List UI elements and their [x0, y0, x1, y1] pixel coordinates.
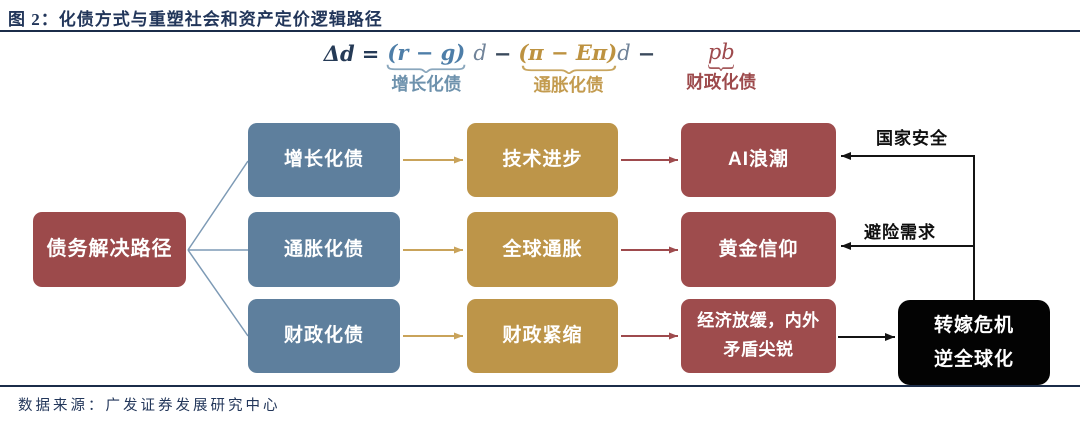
- figure-source: 数据来源：广发证券发展研究中心: [18, 398, 281, 414]
- formula-expr-inflation-row: (π − Eπ)d: [518, 41, 630, 65]
- formula-expr-fiscal: pb: [707, 40, 735, 64]
- title-divider: [0, 30, 1080, 32]
- label-national-security: 国家安全: [876, 129, 948, 148]
- feedback-line-national-security: [841, 152, 975, 300]
- underbrace-icon: [386, 64, 466, 74]
- formula-label-growth: 增长化债: [391, 74, 462, 95]
- node-label-line1: 转嫁危机: [933, 314, 1014, 336]
- formula-operator-1: −: [493, 41, 512, 66]
- formula-expr-growth: (r − g): [387, 40, 466, 65]
- node-label-line1: 经济放缓，内外: [697, 311, 820, 331]
- root-node-debt-paths: 债务解决路径: [33, 212, 186, 287]
- node-global-inflation: 全球通胀: [467, 212, 618, 287]
- node-label: 技术进步: [502, 149, 583, 171]
- node-label: 通胀化债: [283, 238, 364, 260]
- footer-divider: [0, 385, 1080, 387]
- node-label-line2: 逆全球化: [933, 348, 1014, 370]
- formula-lhs: Δd: [323, 41, 355, 66]
- formula-label-inflation: 通胀化债: [533, 75, 604, 95]
- node-crisis-transfer: 转嫁危机 逆全球化: [898, 300, 1050, 385]
- node-inflation-debt: 通胀化债: [248, 212, 400, 287]
- formula-equals: =: [361, 41, 380, 66]
- formula-label-fiscal: 财政化债: [686, 72, 757, 93]
- underbrace-icon: [521, 65, 616, 74]
- node-gold-faith: 黄金信仰: [681, 212, 836, 287]
- node-label: AI浪潮: [727, 149, 789, 171]
- node-label: 财政紧缩: [502, 325, 583, 347]
- formula-term-inflation: (π − Eπ)d 通胀化债: [518, 41, 630, 95]
- node-label: 黄金信仰: [718, 238, 799, 260]
- node-label: 增长化债: [283, 149, 364, 171]
- figure-title: 图 2：化债方式与重塑社会和资产定价逻辑路径: [8, 10, 383, 29]
- node-ai-wave: AI浪潮: [681, 123, 836, 197]
- formula-expr-inflation: (π − Eπ): [518, 40, 618, 65]
- node-label: 债务解决路径: [46, 238, 173, 260]
- formula-operator-2: −: [637, 41, 656, 66]
- node-fiscal-tightening: 财政紧缩: [467, 299, 618, 373]
- label-hedging-demand: 避险需求: [864, 223, 936, 242]
- node-growth-debt: 增长化债: [248, 123, 400, 197]
- debt-formula: Δd = (r − g) 增长化债 d − (π − Eπ)d 通胀化债 − p…: [0, 40, 1080, 95]
- node-label: 财政化债: [283, 325, 364, 347]
- fan-lines: [187, 160, 249, 337]
- formula-suffix-d2: d: [617, 41, 631, 65]
- node-label: 全球通胀: [502, 238, 583, 260]
- node-economic-slowdown: 经济放缓，内外 矛盾尖锐: [681, 299, 836, 373]
- underbrace-icon: [708, 64, 735, 72]
- formula-term-growth: (r − g) 增长化债: [386, 41, 466, 94]
- node-label-line2: 矛盾尖锐: [723, 340, 794, 359]
- formula-suffix-d1: d: [473, 41, 487, 65]
- node-fiscal-debt: 财政化债: [248, 299, 400, 373]
- formula-term-fiscal: pb 财政化债: [686, 40, 757, 93]
- node-tech-progress: 技术进步: [467, 123, 618, 197]
